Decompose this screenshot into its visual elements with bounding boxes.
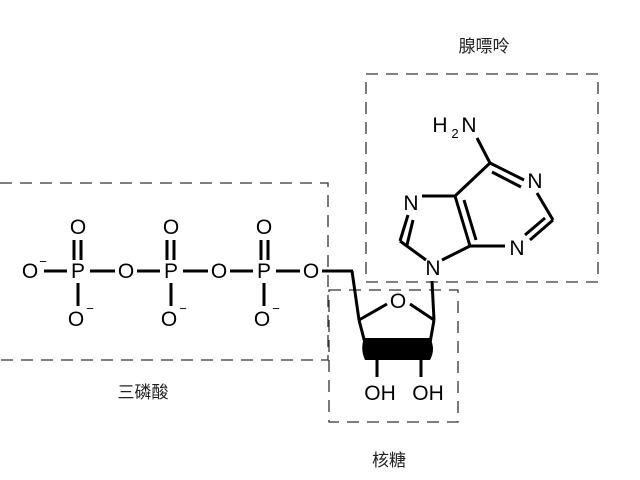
- n9-nitrogen: N: [425, 257, 440, 280]
- phosphorus-alpha: P: [71, 260, 85, 283]
- ribose-bonds: [322, 269, 436, 377]
- ring-oxygen: O: [390, 290, 406, 313]
- ribose-caption: 核糖: [372, 451, 406, 471]
- amine-nitrogen: N: [461, 114, 476, 137]
- phosphate-atoms: O − P P P O O O O O O O − O − O −: [22, 216, 319, 331]
- adenine-region-frame: [365, 73, 599, 283]
- double-bond-oxygen-1: O: [70, 216, 86, 239]
- bridge-oxygen-3: O: [303, 260, 319, 283]
- n3-nitrogen: N: [509, 237, 524, 260]
- triphosphate-caption: 三磷酸: [118, 383, 169, 403]
- triphosphate-region-frame: [0, 182, 329, 361]
- double-bond-oxygen-2: O: [163, 216, 179, 239]
- anion-oxygen-1: O: [68, 308, 84, 331]
- phosphate-bonds: [44, 240, 300, 306]
- n7-nitrogen: N: [403, 192, 418, 215]
- anion-oxygen-1-charge: −: [86, 301, 94, 316]
- amine-hydrogen-subscript: 2: [451, 126, 458, 141]
- terminal-oxygen-charge: −: [39, 254, 47, 269]
- bridge-oxygen-1: O: [118, 260, 134, 283]
- anion-oxygen-3-charge: −: [272, 301, 280, 316]
- bridge-oxygen-2: O: [211, 260, 227, 283]
- adenine-bonds: [398, 137, 555, 262]
- anion-oxygen-3: O: [254, 308, 270, 331]
- phosphorus-gamma: P: [257, 260, 271, 283]
- adenine-caption: 腺嘌呤: [459, 37, 510, 57]
- hydroxyl-3-prime: OH: [364, 382, 396, 405]
- anion-oxygen-2-charge: −: [179, 301, 187, 316]
- ribose-region-frame: [328, 289, 459, 423]
- phosphorus-beta: P: [164, 260, 178, 283]
- hydroxyl-2-prime: OH: [412, 382, 444, 405]
- ribose-wedge-bond: [362, 338, 433, 360]
- amine-hydrogen: H: [432, 114, 447, 137]
- double-bond-oxygen-3: O: [256, 216, 272, 239]
- n1-nitrogen: N: [527, 170, 542, 193]
- anion-oxygen-2: O: [161, 308, 177, 331]
- terminal-oxygen: O: [22, 260, 38, 283]
